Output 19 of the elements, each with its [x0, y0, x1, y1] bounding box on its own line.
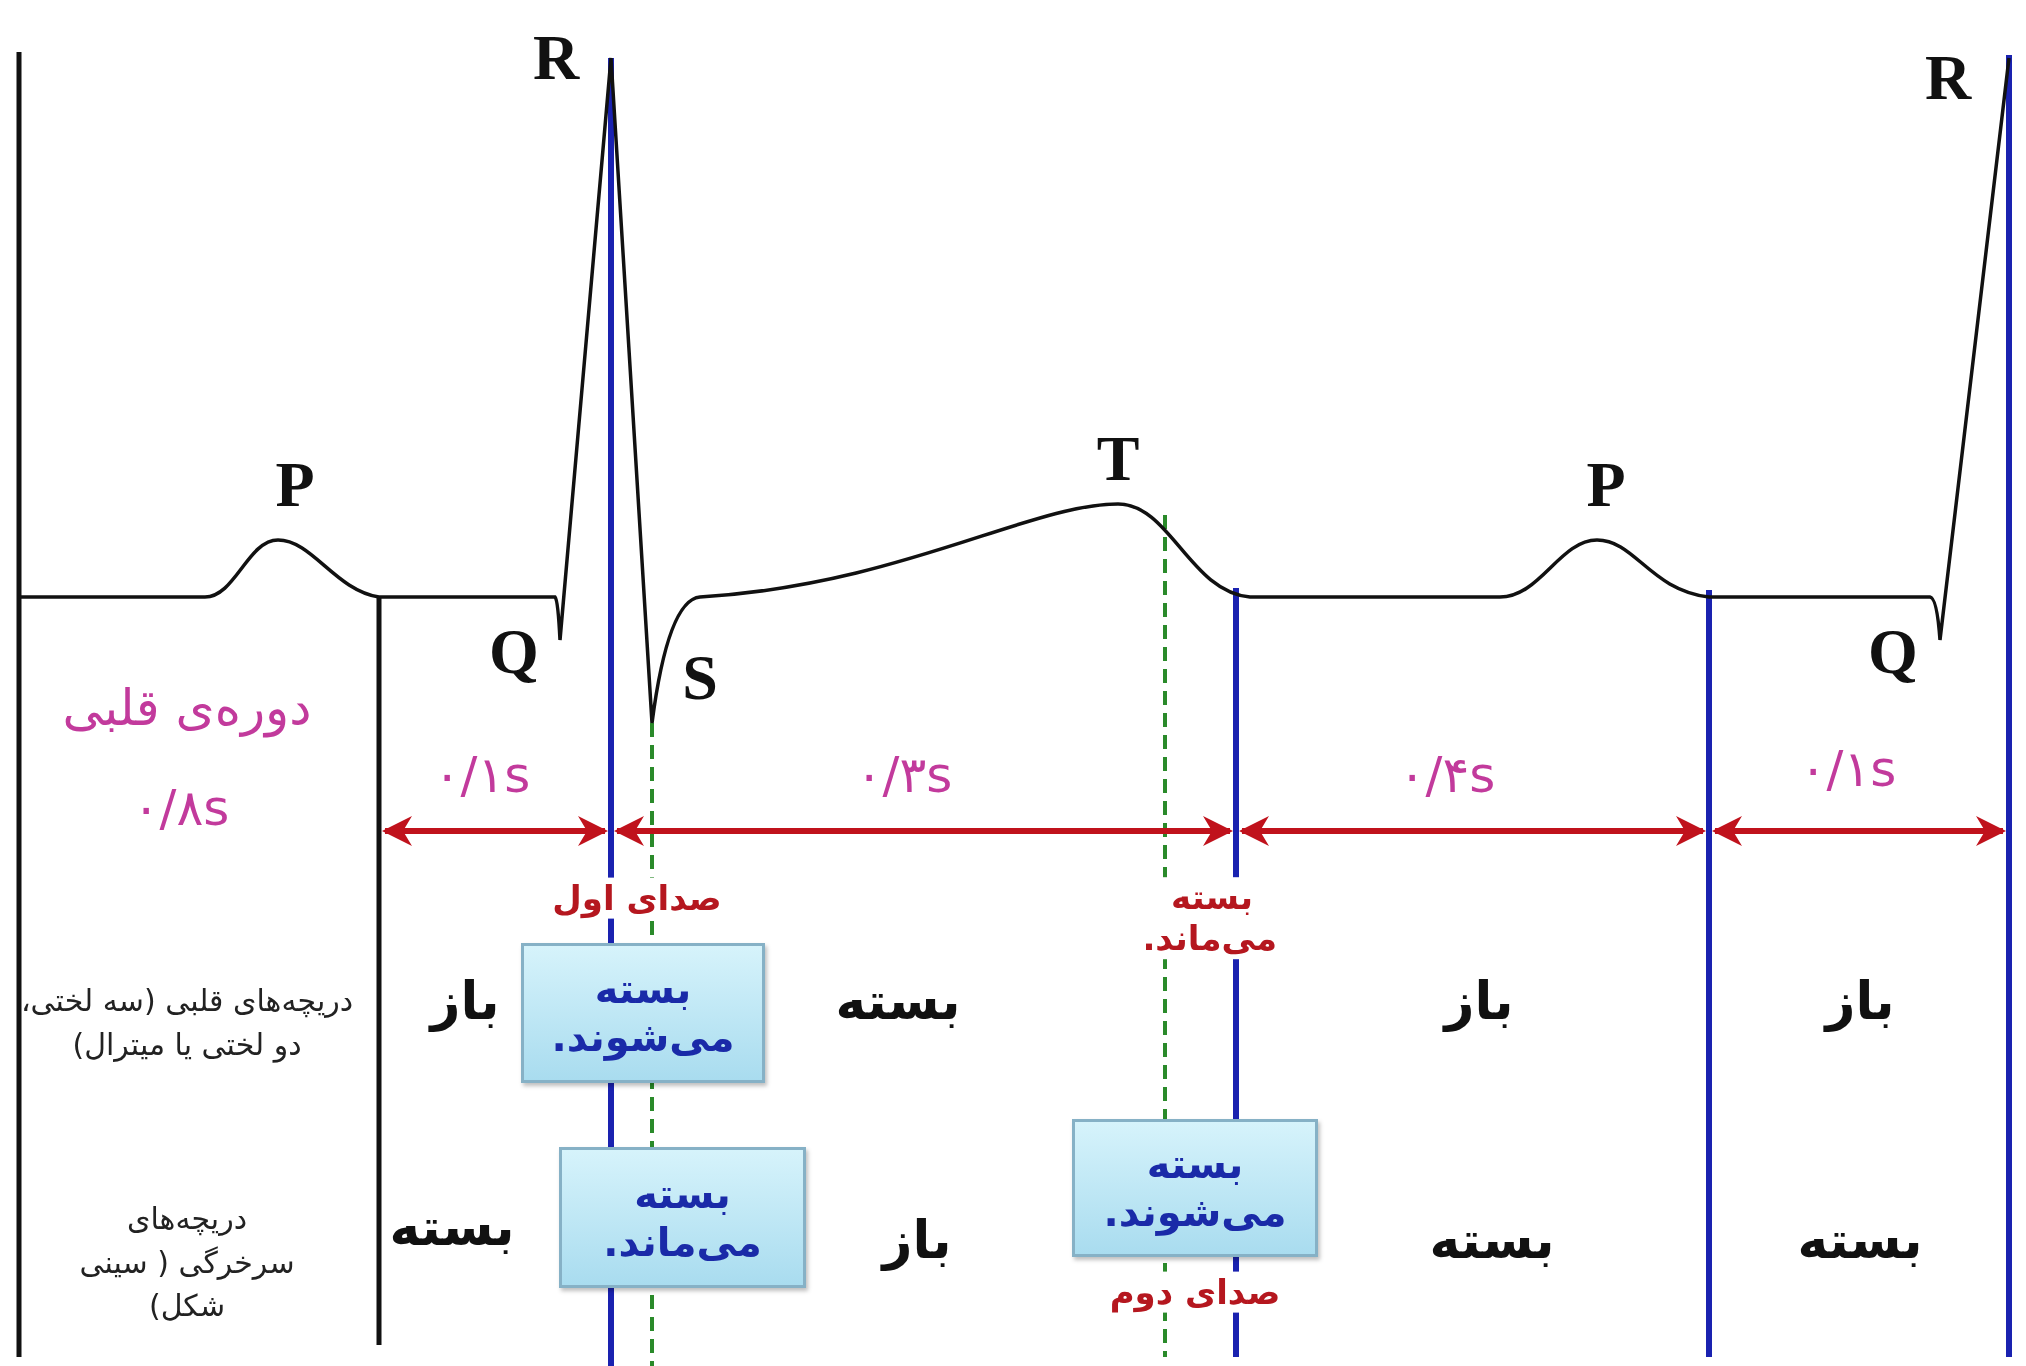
box-text: بسته می‌شوند. [1102, 1140, 1288, 1236]
wave-label: Q [489, 615, 539, 689]
box-text: بسته می‌ماند. [602, 1169, 763, 1266]
box-text: بسته می‌شوند. [550, 965, 736, 1061]
wave-label: P [1586, 448, 1626, 522]
state-box [521, 943, 765, 1083]
wave-label: S [682, 641, 718, 715]
wave-label: R [532, 21, 580, 95]
wave-label: P [275, 448, 315, 522]
state-box [1072, 1119, 1318, 1257]
state-box [559, 1147, 806, 1288]
wave-label: R [1924, 41, 1972, 115]
row-header: دریچه‌های سرخرگی ( سینی شکل) [78, 1199, 296, 1325]
wave-label: Q [1868, 615, 1918, 689]
annotation-text: بسته می‌ماند. [1147, 877, 1277, 959]
row-header: دریچه‌های قلبی (سه لختی، دو لختی یا میترال) [19, 981, 355, 1065]
annotation-text: صدای دوم [1109, 1271, 1281, 1313]
wave-label: T [1096, 422, 1140, 496]
annotation-text: صدای اول [552, 877, 722, 919]
